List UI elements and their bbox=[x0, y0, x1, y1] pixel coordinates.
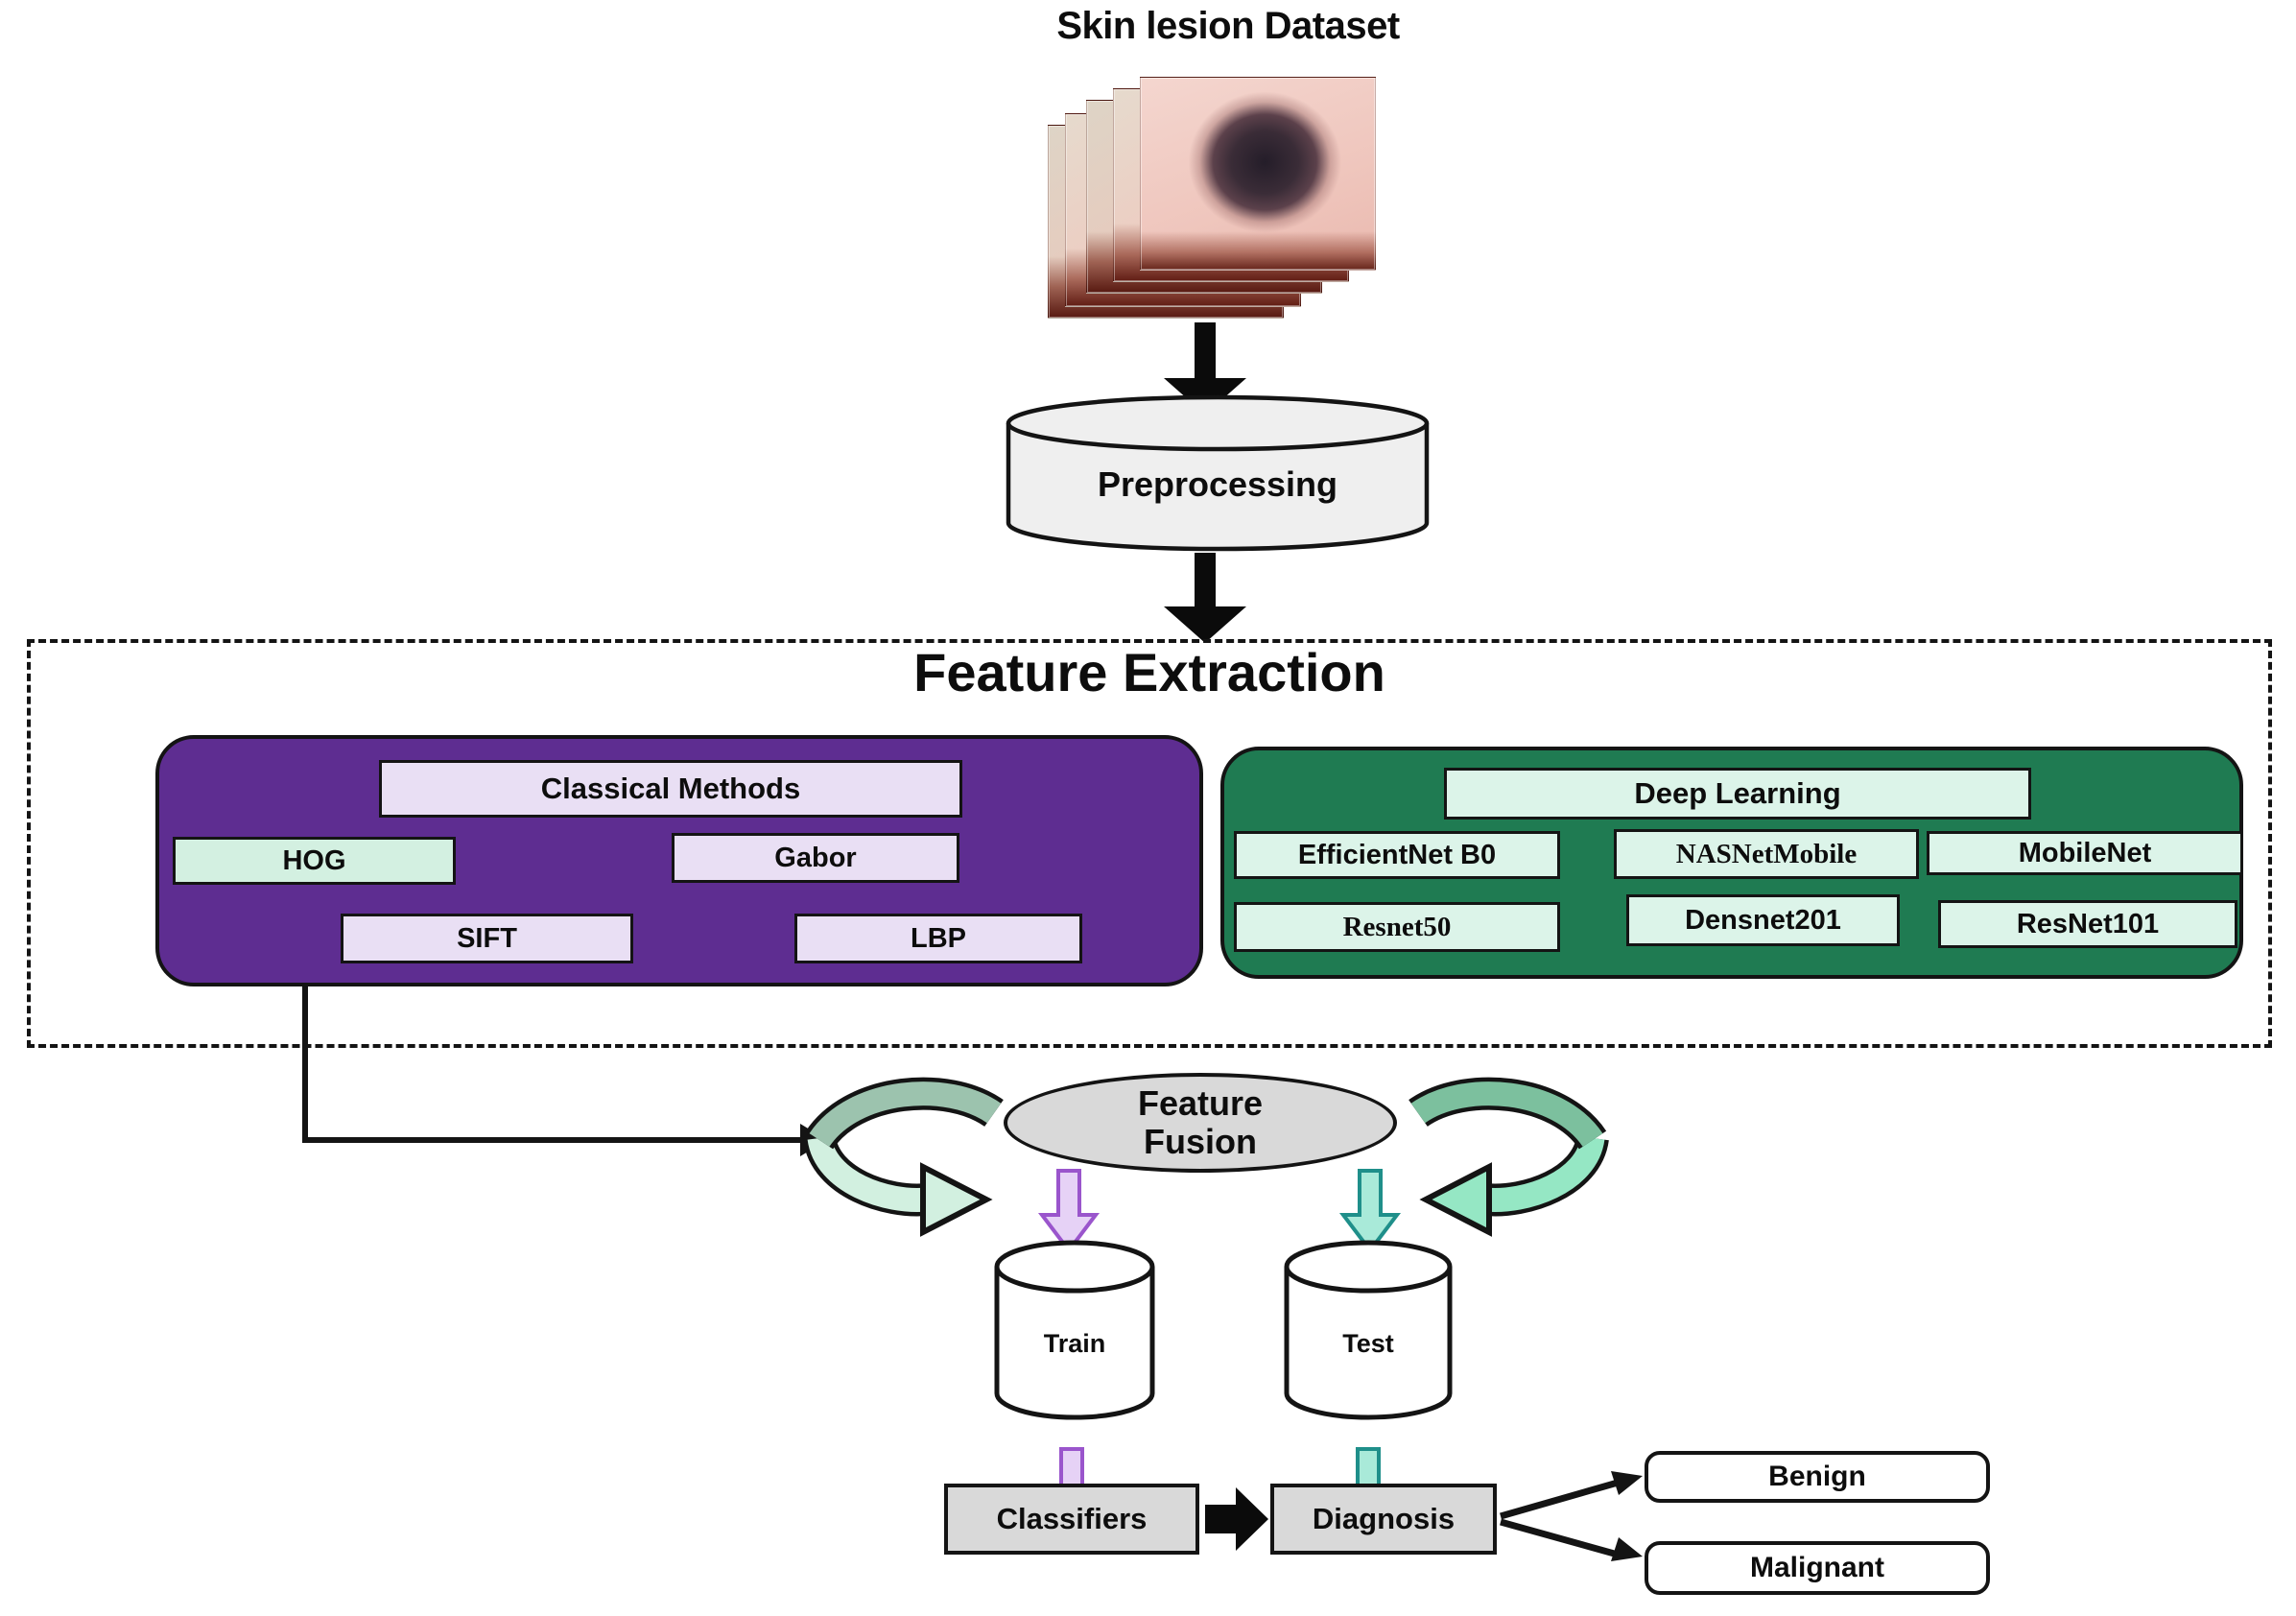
down-arrow-dataset-icon bbox=[1164, 322, 1246, 415]
chip-mobilenet: MobileNet bbox=[1927, 831, 2243, 875]
chip-efficientnet-b0: EfficientNet B0 bbox=[1234, 831, 1560, 879]
classifiers-box: Classifiers bbox=[944, 1484, 1199, 1555]
chip-gabor: Gabor bbox=[672, 833, 959, 883]
rotation-arrow-left-icon bbox=[803, 1077, 1004, 1237]
deep-learning-header: Deep Learning bbox=[1444, 768, 2031, 820]
preprocessing-label: Preprocessing bbox=[1097, 464, 1338, 504]
chip-densnet201: Densnet201 bbox=[1626, 894, 1900, 946]
feature-fusion-ellipse: Feature Fusion bbox=[1004, 1073, 1397, 1173]
chip-nasnetmobile: NASNetMobile bbox=[1614, 829, 1919, 879]
malignant-box: Malignant bbox=[1645, 1541, 1990, 1595]
diagnosis-to-malignant-line bbox=[1500, 1518, 1619, 1558]
train-cylinder bbox=[994, 1240, 1155, 1420]
fusion-to-test-arrow-icon bbox=[1338, 1169, 1402, 1254]
chip-hog: HOG bbox=[173, 837, 456, 885]
train-label: Train bbox=[1043, 1328, 1106, 1358]
malignant-arrowhead-icon bbox=[1611, 1537, 1643, 1561]
test-label: Test bbox=[1342, 1328, 1394, 1358]
diagnosis-to-benign-line bbox=[1500, 1479, 1619, 1520]
chip-resnet101: ResNet101 bbox=[1938, 900, 2237, 948]
diagnosis-box: Diagnosis bbox=[1270, 1484, 1497, 1555]
chip-resnet50: Resnet50 bbox=[1234, 902, 1560, 952]
test-cylinder bbox=[1284, 1240, 1453, 1420]
chip-lbp: LBP bbox=[794, 914, 1082, 963]
feature-extraction-title: Feature Extraction bbox=[913, 641, 1385, 702]
diagram-title: Skin lesion Dataset bbox=[1056, 4, 1400, 47]
fusion-line1: Feature bbox=[1137, 1082, 1264, 1123]
classifiers-to-diagnosis-arrow-icon bbox=[1205, 1487, 1268, 1551]
fusion-line2: Fusion bbox=[1144, 1122, 1257, 1161]
fusion-to-train-arrow-icon bbox=[1037, 1169, 1101, 1254]
feature-extraction-region bbox=[27, 639, 2272, 1048]
skin-image-1 bbox=[1140, 77, 1376, 271]
chip-sift: SIFT bbox=[341, 914, 633, 963]
classical-methods-header: Classical Methods bbox=[379, 760, 962, 818]
preprocessing-cylinder bbox=[1006, 394, 1430, 552]
benign-arrowhead-icon bbox=[1611, 1471, 1643, 1495]
benign-box: Benign bbox=[1645, 1451, 1990, 1503]
down-arrow-preprocessing-icon bbox=[1164, 553, 1246, 643]
rotation-arrow-right-icon bbox=[1408, 1077, 1609, 1237]
